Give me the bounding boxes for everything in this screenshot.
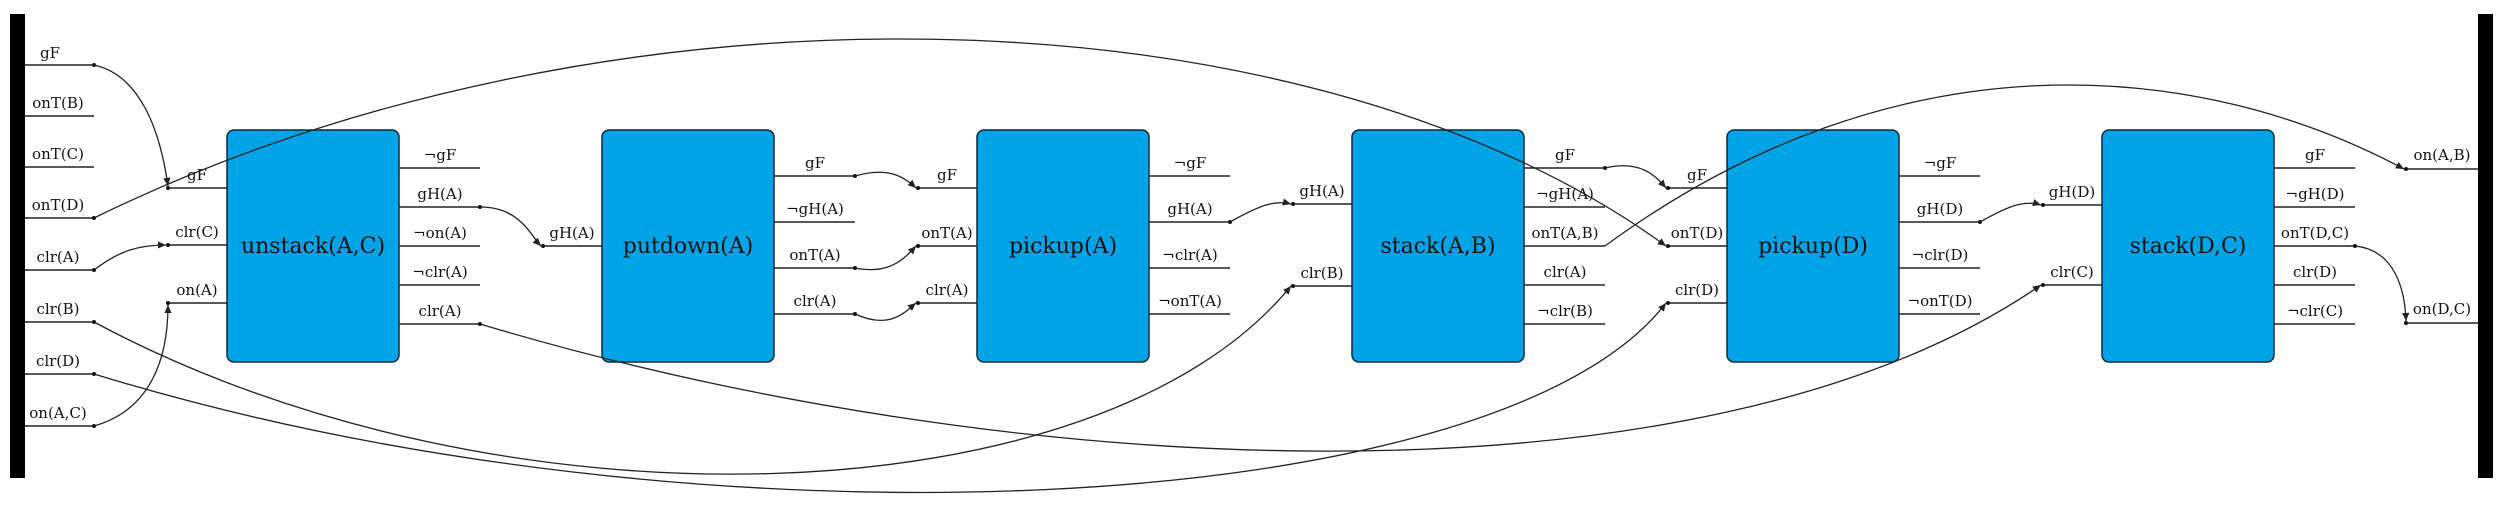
pre-label: on(A) — [176, 281, 217, 299]
causal-link — [479, 284, 2042, 452]
eff-label: gF — [1555, 146, 1575, 164]
action-pickup-A: pickup(A) gF onT(A) clr(A) ¬gF gH(A) ¬cl… — [916, 129, 1232, 363]
pre-label: gH(D) — [2049, 183, 2095, 201]
causal-link — [854, 302, 917, 321]
eff-label: gH(D) — [1917, 200, 1963, 218]
init-label-1: onT(B) — [32, 94, 83, 112]
causal-link — [93, 64, 171, 187]
eff-label: ¬gF — [1924, 154, 1957, 172]
eff-label: ¬gF — [1174, 154, 1207, 172]
init-state-wires: gF onT(B) onT(C) onT(D) clr(A) clr(B) cl… — [25, 44, 96, 428]
eff-label: gH(A) — [1167, 200, 1212, 218]
pre-label: onT(D) — [1671, 224, 1723, 242]
eff-label: ¬clr(B) — [1537, 302, 1593, 320]
init-label-7: on(A,C) — [29, 404, 86, 422]
action-name: stack(A,B) — [1380, 234, 1495, 259]
init-label-0: gF — [40, 44, 60, 62]
pre-label: gH(A) — [549, 224, 594, 242]
init-label-6: clr(D) — [36, 352, 80, 370]
eff-label: ¬onT(A) — [1158, 292, 1222, 310]
eff-label: ¬onT(D) — [1908, 292, 1973, 310]
init-label-2: onT(C) — [32, 145, 84, 163]
action-stack-D-C: stack(D,C) gH(D) clr(C) gF ¬gH(D) onT(D,… — [2041, 129, 2357, 363]
causal-link — [1229, 198, 1292, 223]
eff-label: ¬gH(A) — [786, 200, 844, 218]
goal-label-1: on(D,C) — [2413, 300, 2471, 318]
causal-link — [1604, 165, 1667, 189]
init-label-3: onT(D) — [32, 196, 84, 214]
eff-label: onT(A) — [789, 246, 840, 264]
eff-label: clr(A) — [794, 292, 837, 310]
pre-label: clr(B) — [1300, 264, 1343, 282]
causal-link — [93, 285, 1292, 475]
action-name: stack(D,C) — [2130, 234, 2247, 259]
action-name: unstack(A,C) — [241, 234, 385, 259]
eff-label: ¬clr(A) — [412, 263, 467, 281]
pre-label: gH(A) — [1299, 182, 1344, 200]
causal-link — [854, 171, 917, 189]
eff-label: clr(D) — [2293, 263, 2337, 281]
eff-label: ¬clr(C) — [2287, 302, 2343, 320]
pre-label: clr(C) — [2050, 263, 2094, 281]
causal-link — [1604, 84, 2405, 247]
action-name: pickup(A) — [1009, 234, 1117, 259]
action-name: pickup(D) — [1758, 234, 1868, 259]
pre-label: gF — [1687, 166, 1707, 184]
action-stack-A-B: stack(A,B) gH(A) clr(B) gF ¬gH(A) onT(A,… — [1291, 129, 1607, 363]
action-pickup-D: pickup(D) gF onT(D) clr(D) ¬gF gH(D) ¬cl… — [1666, 129, 1982, 363]
causal-link — [93, 304, 172, 427]
action-name: putdown(A) — [623, 234, 753, 259]
eff-label: ¬on(A) — [413, 224, 467, 242]
eff-label: ¬clr(D) — [1912, 246, 1969, 264]
goal-state-wires: on(A,B) on(D,C) — [2404, 146, 2478, 325]
eff-label: ¬clr(A) — [1162, 246, 1217, 264]
init-state-bar — [10, 14, 25, 478]
pre-label: onT(A) — [921, 224, 972, 242]
eff-label: clr(A) — [1544, 263, 1587, 281]
action-putdown-A: putdown(A) gH(A) gF ¬gH(A) onT(A) clr(A) — [541, 129, 857, 363]
init-label-5: clr(B) — [36, 300, 79, 318]
goal-state-bar — [2478, 14, 2493, 478]
pre-label: gF — [937, 166, 957, 184]
pre-label: clr(C) — [175, 223, 219, 241]
eff-label: ¬gF — [424, 146, 457, 164]
causal-link — [479, 206, 542, 247]
eff-label: clr(A) — [419, 302, 462, 320]
action-unstack-A-C: unstack(A,C) gF clr(C) on(A) ¬gF gH(A) ¬… — [166, 129, 482, 363]
causal-link — [93, 302, 1667, 494]
eff-label: onT(D,C) — [2281, 224, 2349, 242]
causal-link — [2354, 245, 2410, 322]
pre-label: clr(A) — [926, 281, 969, 299]
eff-label: onT(A,B) — [1531, 224, 1598, 242]
eff-label: gF — [2305, 146, 2325, 164]
eff-label: ¬gH(D) — [2286, 185, 2345, 203]
goal-label-0: on(A,B) — [2413, 146, 2470, 164]
init-label-4: clr(A) — [37, 248, 80, 266]
causal-link — [93, 38, 1667, 247]
eff-label: gF — [805, 154, 825, 172]
causal-links — [93, 38, 2410, 494]
eff-label: ¬gH(A) — [1536, 185, 1594, 203]
eff-label: gH(A) — [417, 185, 462, 203]
causal-link — [1979, 199, 2042, 223]
pre-label: clr(D) — [1675, 281, 1719, 299]
causal-link — [854, 245, 917, 271]
causal-link — [93, 241, 167, 271]
